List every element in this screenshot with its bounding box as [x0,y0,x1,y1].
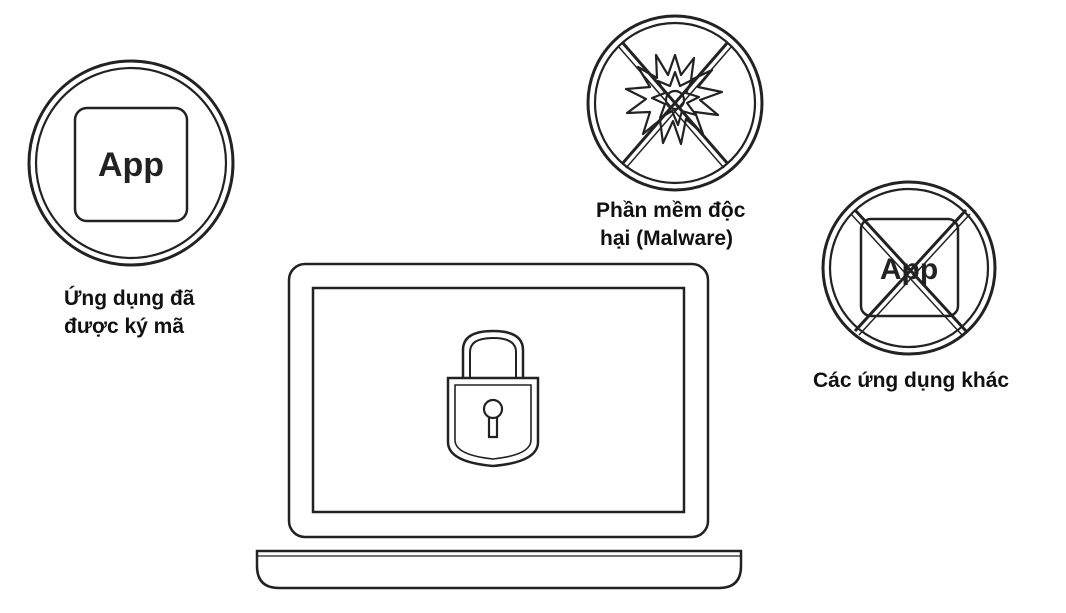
laptop-base [255,549,743,590]
signed-app-label: Ứng dụng đã được ký mã [64,285,195,341]
signed-app-label-line1: Ứng dụng đã [64,287,195,310]
signed-app-label-line2: được ký mã [64,315,185,338]
signed-app-icon: App [27,59,235,267]
padlock-icon [446,329,540,468]
malware-blocked-icon [586,14,764,192]
other-apps-label: Các ứng dụng khác [813,369,1010,392]
malware-label-line2: hại (Malware) [600,227,734,250]
other-apps-blocked-icon: App [821,180,997,356]
malware-label-line1: Phần mềm độc [596,199,746,222]
malware-burst-icon [624,53,724,146]
malware-label: Phần mềm độc hại (Malware) [596,197,745,253]
laptop-screen [311,286,686,514]
signed-app-icon-text: App [98,146,164,184]
laptop-icon [255,262,743,590]
laptop-lid [287,262,710,539]
